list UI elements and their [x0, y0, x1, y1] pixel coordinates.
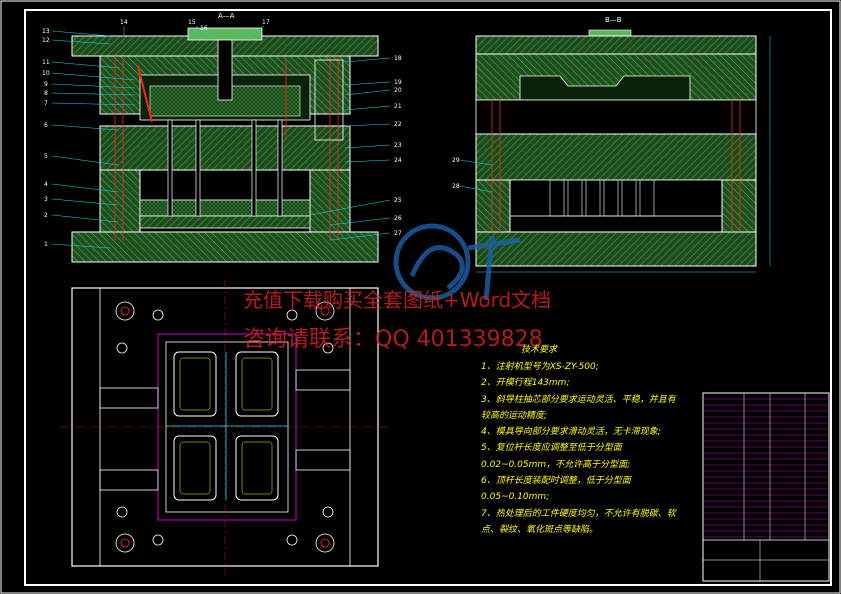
logo-watermark: [393, 223, 521, 301]
tech-line: 4、模具导向部分要求滑动灵活，无卡滞现象;: [481, 427, 661, 438]
tech-line: 较高的运动精度;: [481, 410, 548, 421]
part-number: 7: [44, 100, 48, 107]
part-number: 24: [394, 157, 402, 164]
part-number-labels: 1 2 3 4 5 6 7 8 9 10 11 12 13 14 15 16 1…: [42, 19, 402, 248]
tech-line: 3、斜导柱抽芯部分要求运动灵活、平稳，并且有: [481, 394, 676, 405]
part-number: 20: [394, 87, 402, 94]
section-a-a-view: A—A: [42, 12, 402, 263]
part-number: 11: [42, 59, 50, 66]
part-number: 19: [394, 79, 402, 86]
watermark-line-1: 充值下载购买全套图纸+Word文档: [243, 288, 552, 312]
part-number: 4: [44, 181, 48, 188]
part-number: 3: [44, 196, 48, 203]
part-number: 29: [452, 157, 460, 164]
tech-line: 2、开模行程143mm;: [481, 378, 570, 389]
part-number: 1: [44, 241, 48, 248]
plan-view: [60, 280, 390, 575]
part-number: 2: [44, 212, 48, 219]
technical-requirements: 技术要求 1、注射机型号为XS-ZY-500; 2、开模行程143mm; 3、斜…: [481, 342, 711, 538]
part-number: 26: [394, 215, 402, 222]
tech-line: 点、裂纹、氧化斑点等缺陷。: [481, 524, 599, 535]
part-number: 9: [44, 81, 48, 88]
inner-frame: [24, 9, 832, 586]
tech-line: 7、热处理后的工件硬度均匀，不允许有脱碳、软: [481, 508, 676, 519]
part-number: 22: [394, 121, 402, 128]
section-a-a-label: A—A: [218, 12, 235, 20]
watermark-line-2: 咨询请联系：QQ 401339828: [243, 327, 543, 352]
part-number: 18: [394, 55, 402, 62]
part-number: 23: [394, 142, 402, 149]
tech-line: 5、复位杆长度应调整至低于分型面: [481, 443, 622, 454]
part-number: 17: [262, 19, 270, 26]
tech-requirements-title: 技术要求: [521, 345, 558, 355]
part-number: 5: [44, 153, 48, 160]
part-number: 27: [394, 230, 402, 237]
part-number: 6: [44, 122, 48, 129]
tech-line: 1、注射机型号为XS-ZY-500;: [481, 362, 599, 372]
part-number: 21: [394, 103, 402, 110]
part-number: 15: [188, 19, 196, 26]
part-number: 14: [120, 19, 128, 26]
title-block: [702, 392, 830, 582]
part-number: 10: [42, 70, 50, 77]
section-b-b-label: B—B: [605, 16, 622, 24]
section-b-b-view: B—B 29: [452, 16, 771, 273]
part-number: 13: [42, 28, 50, 35]
part-number: 28: [452, 183, 460, 190]
part-number: 12: [42, 37, 50, 44]
tech-line: 0.05~0.10mm;: [481, 492, 550, 503]
tech-line: 0.02~0.05mm，不允许高于分型面;: [481, 459, 631, 470]
tech-line: 6、顶杆长度装配时调整，低于分型面: [481, 476, 631, 487]
part-number: 16: [200, 25, 208, 32]
part-number: 25: [394, 197, 402, 204]
part-number: 8: [44, 90, 48, 97]
